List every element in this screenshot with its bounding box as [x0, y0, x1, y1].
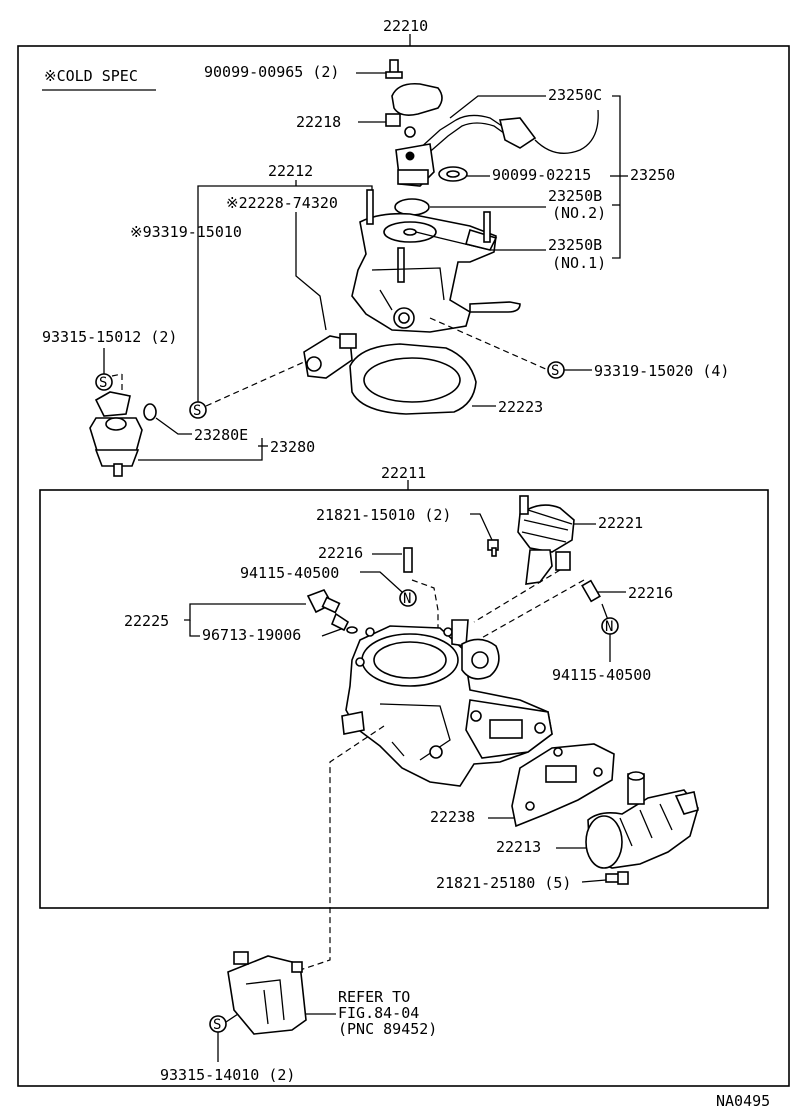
- callout-23280: 23280: [270, 438, 315, 456]
- callout-23280E: 23280E: [194, 426, 248, 444]
- refer-line-1: REFER TO: [338, 988, 410, 1006]
- n-mark-94115-40500-a: N: [399, 589, 417, 607]
- callout-93319-15010: ※93319-15010: [130, 223, 242, 241]
- callout-22228-74320: ※22228-74320: [226, 194, 338, 212]
- washer-icon-96713: [346, 626, 358, 634]
- callout-22216-a: 22216: [318, 544, 363, 562]
- stud-icon-22216-b: [581, 579, 601, 603]
- callout-22213: 22213: [496, 838, 541, 856]
- svg-text:N: N: [403, 591, 411, 607]
- hose-icon: [417, 109, 599, 157]
- bolt-icon-21821-15010: [487, 539, 499, 557]
- bolt-icon-21821-25180: [605, 871, 629, 885]
- callout-22212: 22212: [268, 162, 313, 180]
- cold-spec-note: ※COLD SPEC: [44, 67, 138, 85]
- throttle-body-icon-lower: [341, 619, 553, 787]
- valve-icon-23280: [89, 391, 143, 477]
- sensor-icon: [303, 333, 357, 379]
- valve-icon: [385, 82, 443, 138]
- callout-96713-19006: 96713-19006: [202, 626, 301, 644]
- assembly-number-label: 22210: [383, 17, 428, 35]
- callout-94115-40500-b: 94115-40500: [552, 666, 651, 684]
- callout-22221: 22221: [598, 514, 643, 532]
- callout-93315-14010: 93315-14010 (2): [160, 1066, 295, 1084]
- motor-icon: [585, 771, 699, 869]
- refer-line-2: FIG.84-04: [338, 1004, 419, 1022]
- callout-22218: 22218: [296, 113, 341, 131]
- callout-93319-15020: 93319-15020 (4): [594, 362, 729, 380]
- svg-text:S: S: [551, 363, 559, 379]
- gasket-icon: [349, 343, 477, 415]
- callout-23250B-no1: 23250B: [548, 236, 602, 254]
- callout-21821-25180: 21821-25180 (5): [436, 874, 571, 892]
- lower-assembly-frame: [39, 489, 769, 909]
- sensor-icon-22225: [306, 589, 350, 632]
- s-mark-93319-15020: S: [547, 361, 565, 379]
- svg-text:S: S: [99, 375, 107, 391]
- callout-22223: 22223: [498, 398, 543, 416]
- n-mark-94115-40500-b: N: [601, 617, 619, 635]
- gasket-icon-22238: [511, 743, 615, 828]
- refer-line-3: (PNC 89452): [338, 1020, 437, 1038]
- callout-93315-15012: 93315-15012 (2): [42, 328, 177, 346]
- bolt-icon: [385, 59, 403, 79]
- callout-23250: 23250: [630, 166, 675, 184]
- figure-code: NA0495: [716, 1092, 770, 1110]
- callout-94115-40500-a: 94115-40500: [240, 564, 339, 582]
- svg-text:N: N: [605, 619, 613, 635]
- o-ring-icon-23280E: [143, 403, 157, 421]
- s-mark-93315-14010: S: [209, 1015, 227, 1033]
- throttle-body-icon: [351, 189, 521, 333]
- o-ring-icon: [394, 198, 430, 216]
- callout-22238: 22238: [430, 808, 475, 826]
- svg-text:S: S: [193, 403, 201, 419]
- callout-no2: (NO.2): [552, 204, 606, 222]
- callout-23250B-no2: 23250B: [548, 187, 602, 205]
- callout-22225: 22225: [124, 612, 169, 630]
- callout-90099-02215: 90099-02215: [492, 166, 591, 184]
- stud-icon-22216-a: [403, 547, 413, 573]
- callout-90099-00965: 90099-00965 (2): [204, 63, 339, 81]
- bracket-icon: [227, 951, 307, 1035]
- callout-22211: 22211: [381, 464, 426, 482]
- actuator-icon: [517, 495, 575, 585]
- svg-text:S: S: [213, 1017, 221, 1033]
- valve-body: [395, 143, 435, 187]
- s-mark-93319-15010: S: [189, 401, 207, 419]
- outer-assembly-frame: [17, 45, 790, 1087]
- callout-no1: (NO.1): [552, 254, 606, 272]
- callout-22216-b: 22216: [628, 584, 673, 602]
- callout-23250C: 23250C: [548, 86, 602, 104]
- callout-21821-15010: 21821-15010 (2): [316, 506, 451, 524]
- s-mark-93315-15012: S: [95, 373, 113, 391]
